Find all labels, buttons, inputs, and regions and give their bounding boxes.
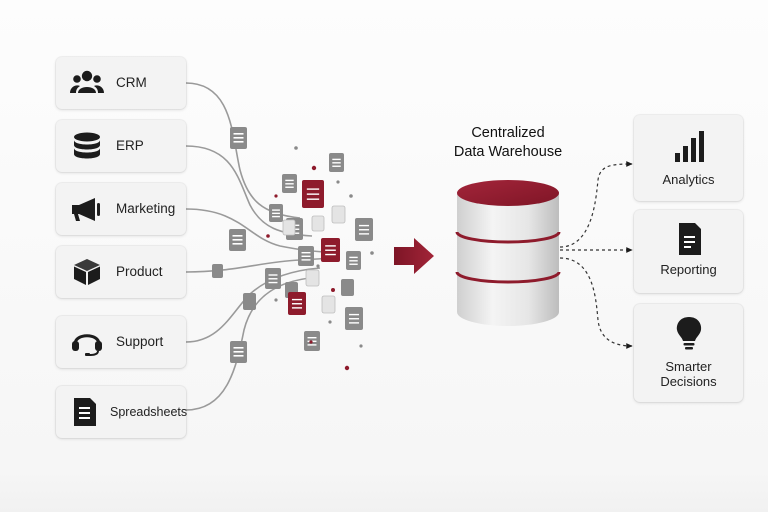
particle-dot xyxy=(331,288,335,292)
source-card-product[interactable]: Product xyxy=(56,246,186,298)
source-label: Product xyxy=(116,264,163,279)
output-card-decisions[interactable]: Smarter Decisions xyxy=(634,304,743,402)
document-icon xyxy=(298,246,314,266)
source-label: Marketing xyxy=(116,201,176,216)
source-label: ERP xyxy=(116,138,144,153)
warehouse-title-line1: Centralized xyxy=(471,125,545,141)
document-icon xyxy=(341,279,354,296)
lightbulb-icon xyxy=(676,317,701,350)
connector-crm xyxy=(185,82,301,219)
connector-doc-icon xyxy=(212,264,223,278)
connector-decisions xyxy=(559,257,633,349)
document-icon xyxy=(282,219,296,236)
document-icon xyxy=(74,398,96,426)
headset-icon xyxy=(72,334,102,356)
particle-dot xyxy=(316,264,320,268)
bar-chart-icon xyxy=(674,131,704,162)
source-card-support[interactable]: Support xyxy=(56,316,186,368)
source-connectors xyxy=(185,82,341,411)
connector-doc-icon xyxy=(230,341,247,363)
output-label: Smarter Decisions xyxy=(634,359,743,389)
source-card-spreadsheets[interactable]: Spreadsheets xyxy=(56,386,188,438)
source-label: Support xyxy=(116,334,164,349)
document-icon xyxy=(321,295,336,314)
output-label-line2: Decisions xyxy=(660,374,717,389)
particle-dot xyxy=(336,180,340,184)
red-document-icon xyxy=(302,180,324,208)
connector-marketing xyxy=(185,208,331,253)
connector-doc-icon xyxy=(229,229,246,251)
output-card-analytics[interactable]: Analytics xyxy=(634,115,743,201)
particle-dot xyxy=(309,340,313,344)
red-document-icon xyxy=(288,292,306,315)
output-card-reporting[interactable]: Reporting xyxy=(634,210,743,293)
output-label: Reporting xyxy=(660,262,717,277)
source-label: CRM xyxy=(116,75,147,90)
document-icon xyxy=(269,204,283,222)
source-card-crm[interactable]: CRM xyxy=(56,57,186,109)
box-icon xyxy=(74,259,100,285)
particle-dot xyxy=(311,165,317,171)
document-icon xyxy=(305,269,320,287)
connector-doc-icon xyxy=(243,293,256,310)
particle-dot xyxy=(294,146,298,150)
report-icon xyxy=(678,223,701,255)
particle-dot xyxy=(328,320,332,324)
document-icon xyxy=(282,174,297,193)
particle-dot xyxy=(266,234,270,238)
connector-analytics xyxy=(559,161,633,248)
database-icon xyxy=(74,132,100,159)
output-connectors xyxy=(559,161,633,349)
megaphone-icon xyxy=(72,198,100,221)
output-label-line1: Smarter xyxy=(665,359,712,374)
connector-doc-icon xyxy=(230,127,247,149)
particle-dot xyxy=(349,194,353,198)
warehouse-title: Centralized Data Warehouse xyxy=(420,124,596,162)
particle-dot xyxy=(344,365,350,371)
warehouse-cylinder xyxy=(455,180,561,326)
document-icon xyxy=(265,268,281,289)
source-label: Spreadsheets xyxy=(110,405,188,419)
document-icon xyxy=(311,215,325,232)
source-card-marketing[interactable]: Marketing xyxy=(56,183,186,235)
output-label: Analytics xyxy=(662,172,715,187)
warehouse-title-line2: Data Warehouse xyxy=(453,144,563,160)
document-icon xyxy=(345,307,363,330)
particle-dot xyxy=(274,194,278,198)
particle-dot xyxy=(274,298,278,302)
particle-dot xyxy=(359,344,363,348)
document-icon xyxy=(329,153,344,172)
red-document-icon xyxy=(321,238,340,262)
source-card-erp[interactable]: ERP xyxy=(56,120,186,172)
document-icon xyxy=(346,251,361,270)
ingest-arrow xyxy=(394,238,434,274)
document-icon xyxy=(331,205,346,224)
particle-dot xyxy=(370,251,374,255)
connector-docs xyxy=(212,127,256,363)
users-icon xyxy=(70,70,104,93)
document-icon xyxy=(355,218,373,241)
document-cloud xyxy=(265,146,374,371)
